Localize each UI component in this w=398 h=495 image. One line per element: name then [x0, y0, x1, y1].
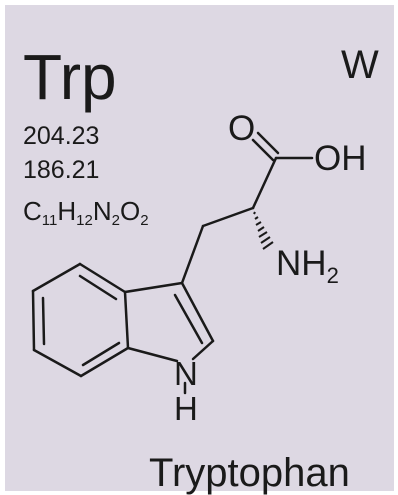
bond-c4-c5	[31, 262, 82, 293]
amino-acid-name: Tryptophan	[149, 451, 350, 495]
bond-co-double-b	[256, 131, 280, 155]
hashed-wedge-bond	[253, 211, 274, 250]
molecular-weight: 204.23	[23, 122, 100, 150]
bond-n-c7a	[126, 346, 179, 363]
amino-acid-card: Trp W 204.23 186.21 C11H12N2O2 Tryptopha…	[5, 5, 394, 495]
bond-inner-1	[78, 274, 118, 301]
bond-c7-c7a	[79, 346, 130, 378]
bond-c6-c7	[32, 348, 83, 378]
three-letter-code: Trp	[23, 41, 117, 113]
bond-c2-n	[191, 339, 215, 361]
bond-inner-2	[41, 296, 46, 346]
one-letter-code: W	[341, 43, 379, 87]
residue-weight: 186.21	[23, 156, 100, 184]
bond-calpha-ch2	[201, 206, 255, 228]
bond-c3-c2	[180, 281, 215, 343]
molecular-formula: C11H12N2O2	[23, 196, 149, 229]
hydroxyl-group: OH	[314, 139, 367, 178]
bond-ch2-c3	[180, 224, 205, 285]
bond-inner-3	[81, 341, 121, 367]
bond-calpha-c	[251, 156, 278, 210]
carbonyl-oxygen: O	[228, 109, 255, 148]
bond-c3-c2-inner	[173, 293, 204, 345]
bond-c3a-c4	[78, 262, 127, 294]
bond-c5-c6	[31, 289, 36, 352]
bond-co-double-a	[251, 138, 275, 162]
amine-group: NH2	[276, 244, 339, 288]
bond-c3a-c7a	[123, 290, 130, 350]
bond-c3-c3a	[123, 281, 184, 294]
indole-hydrogen: H	[174, 390, 198, 427]
indole-nitrogen: N	[174, 355, 198, 392]
